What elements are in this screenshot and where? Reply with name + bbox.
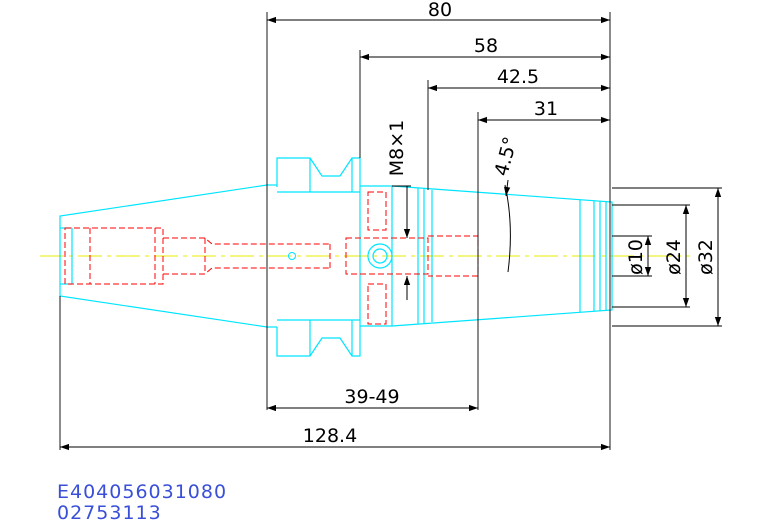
dim-32-label: ø32 xyxy=(695,239,717,275)
part-code: E404056031080 xyxy=(57,481,228,503)
angle-leader xyxy=(503,179,511,197)
thread-label: M8×1 xyxy=(386,120,408,177)
dim-24-label: ø24 xyxy=(663,239,685,275)
dim-31-label: 31 xyxy=(534,98,558,120)
dim-range-label: 39-49 xyxy=(344,386,399,408)
pin-hole xyxy=(288,252,296,260)
extension-lines xyxy=(59,12,722,450)
part-number: 02753113 xyxy=(57,502,162,524)
center-hole-inner xyxy=(372,248,388,264)
hidden-lines xyxy=(64,191,479,325)
dim-80-label: 80 xyxy=(428,0,452,21)
dim-10-label: ø10 xyxy=(625,239,647,275)
dim-58-label: 58 xyxy=(474,35,498,57)
angle-label: 4.5° xyxy=(490,134,522,178)
dimension-lines xyxy=(60,16,722,451)
center-hole xyxy=(367,243,393,269)
angle-arc xyxy=(504,184,511,273)
dim-overall-label: 128.4 xyxy=(303,425,357,447)
tool-outline xyxy=(59,157,613,357)
dim-42-label: 42.5 xyxy=(497,66,539,88)
